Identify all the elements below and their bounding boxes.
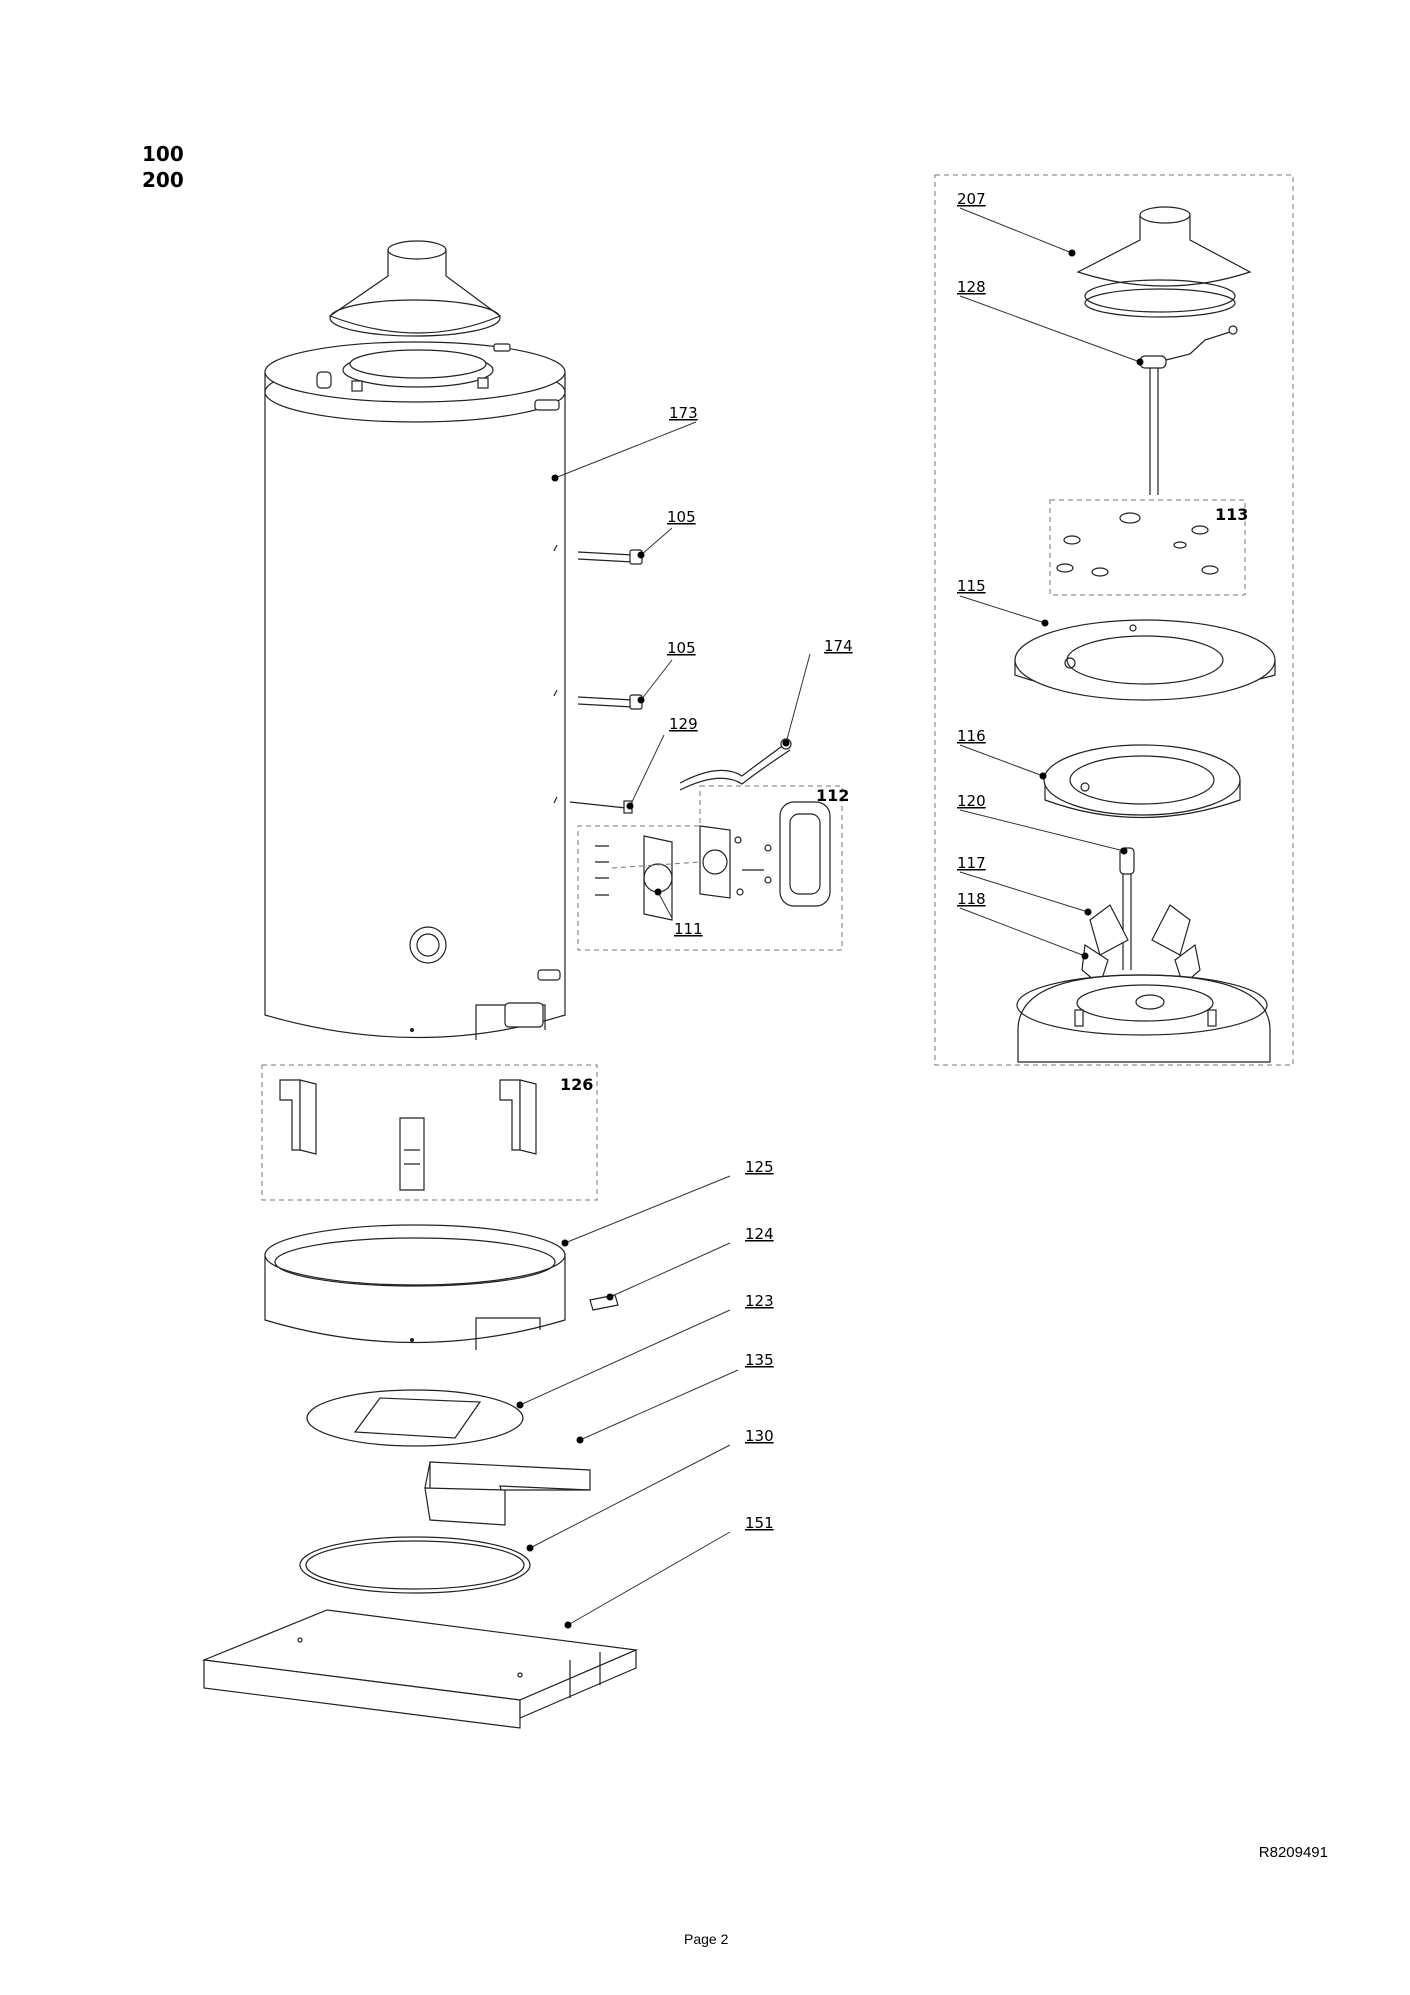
page-number: Page 2 bbox=[684, 1931, 729, 1947]
sensor-probe bbox=[569, 800, 633, 814]
label-105-upper: 105 bbox=[667, 508, 696, 526]
drawing-reference-number: R8209491 bbox=[1258, 1844, 1328, 1861]
anode-rod-lower bbox=[577, 694, 643, 710]
base-skirt-ring bbox=[264, 1224, 566, 1350]
small-fitting bbox=[589, 1294, 619, 1311]
anode-rod-upper bbox=[577, 549, 643, 565]
label-174: 174 bbox=[824, 637, 853, 655]
model-number-100: 100 bbox=[142, 142, 184, 166]
label-135: 135 bbox=[745, 1351, 774, 1369]
label-111: 111 bbox=[674, 920, 703, 938]
label-115: 115 bbox=[957, 577, 986, 595]
label-130: 130 bbox=[745, 1427, 774, 1445]
label-128: 128 bbox=[957, 278, 986, 296]
base-plate-disc bbox=[306, 1389, 524, 1447]
assembly-box-112 bbox=[577, 785, 843, 951]
label-116: 116 bbox=[957, 727, 986, 745]
label-112: 112 bbox=[816, 786, 849, 805]
label-113: 113 bbox=[1215, 505, 1248, 524]
leader-lines bbox=[516, 207, 1144, 1629]
label-126: 126 bbox=[560, 1075, 593, 1094]
label-117: 117 bbox=[957, 854, 986, 872]
gasket-ring bbox=[299, 1536, 531, 1594]
label-207: 207 bbox=[957, 190, 986, 208]
detail-inset-panel bbox=[934, 174, 1294, 1066]
label-105-lower: 105 bbox=[667, 639, 696, 657]
model-number-200: 200 bbox=[142, 168, 184, 192]
label-124: 124 bbox=[745, 1225, 774, 1243]
label-118: 118 bbox=[957, 890, 986, 908]
base-tray bbox=[201, 1609, 639, 1729]
label-173: 173 bbox=[669, 404, 698, 422]
label-129: 129 bbox=[669, 715, 698, 733]
water-heater-tank bbox=[264, 240, 566, 1040]
label-125: 125 bbox=[745, 1158, 774, 1176]
assembly-box-126 bbox=[261, 1064, 598, 1201]
mounting-bracket bbox=[424, 1461, 591, 1526]
label-151: 151 bbox=[745, 1514, 774, 1532]
thermocouple-cable bbox=[679, 738, 792, 791]
label-120: 120 bbox=[957, 792, 986, 810]
label-123: 123 bbox=[745, 1292, 774, 1310]
